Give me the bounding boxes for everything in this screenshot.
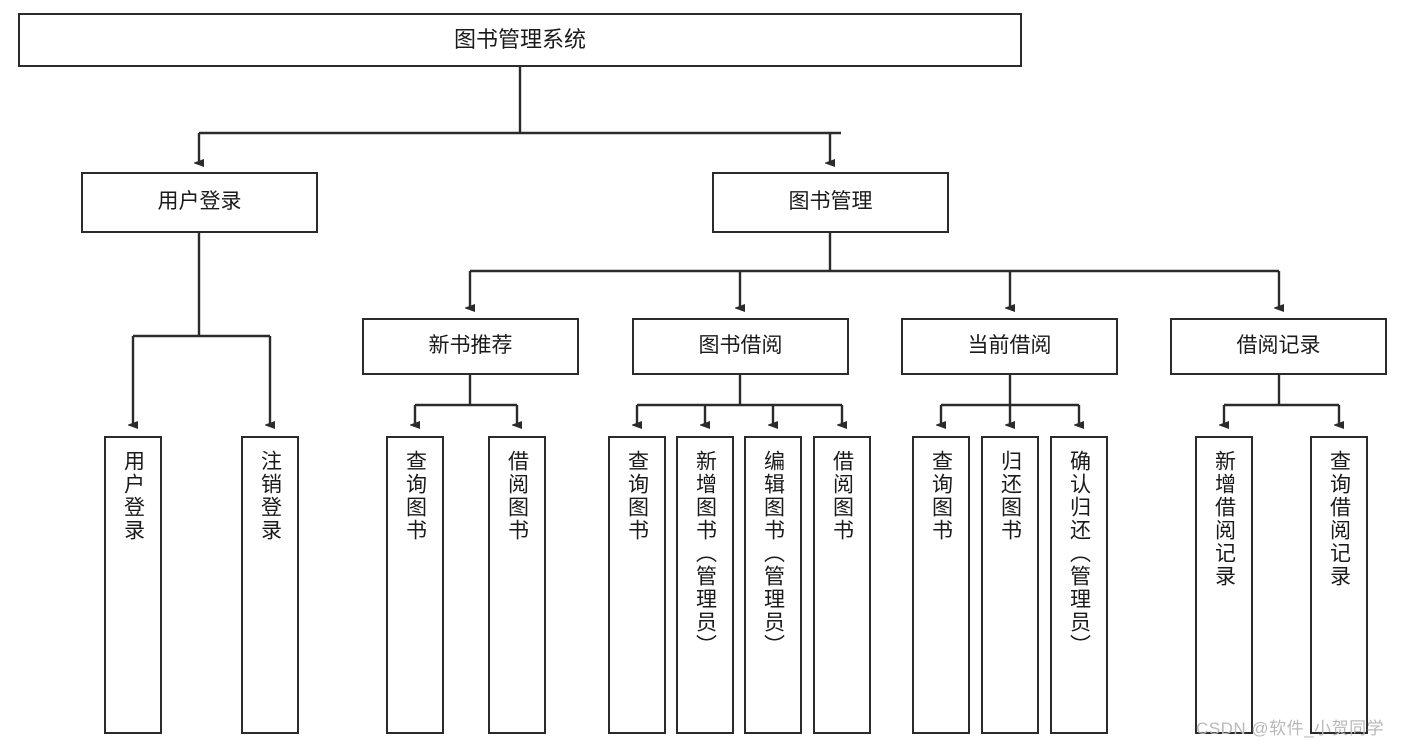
node-label: 借阅图书 (505, 450, 529, 542)
node-book-management-system[interactable]: 图书管理系统 (18, 13, 1022, 67)
node-label: 当前借阅 (967, 334, 1052, 358)
node-label: 借阅记录 (1236, 334, 1321, 358)
node-book-borrow[interactable]: 图书借阅 (632, 318, 849, 375)
node-leaf-borrow-book-2[interactable]: 借阅图书 (813, 436, 871, 734)
node-label: 查询图书 (403, 450, 427, 542)
node-leaf-add-book[interactable]: 新增图书（管理员） (676, 436, 734, 734)
node-label: 新增图书（管理员） (693, 450, 717, 657)
node-label: 新增借阅记录 (1212, 450, 1236, 588)
node-borrow-record[interactable]: 借阅记录 (1170, 318, 1387, 375)
node-label: 归还图书 (998, 450, 1022, 542)
csdn-watermark: CSDN @软件_小贺同学 (1196, 719, 1385, 738)
node-label: 查询借阅记录 (1327, 450, 1351, 588)
node-user-login[interactable]: 用户登录 (81, 172, 318, 233)
node-label: 注销登录 (258, 450, 282, 542)
node-leaf-query-record[interactable]: 查询借阅记录 (1310, 436, 1368, 734)
node-leaf-query-book-1[interactable]: 查询图书 (386, 436, 444, 734)
node-label: 确认归还（管理员） (1067, 450, 1091, 657)
node-label: 图书借阅 (698, 334, 783, 358)
node-current-borrow[interactable]: 当前借阅 (901, 318, 1118, 375)
node-label: 借阅图书 (830, 450, 854, 542)
node-leaf-confirm-return[interactable]: 确认归还（管理员） (1050, 436, 1108, 734)
node-leaf-add-record[interactable]: 新增借阅记录 (1195, 436, 1253, 734)
node-new-book-recommend[interactable]: 新书推荐 (362, 318, 579, 375)
node-label: 编辑图书（管理员） (761, 450, 785, 657)
node-label: 图书管理 (788, 190, 873, 214)
node-leaf-edit-book[interactable]: 编辑图书（管理员） (744, 436, 802, 734)
node-leaf-query-book-3[interactable]: 查询图书 (912, 436, 970, 734)
node-label: 用户登录 (157, 190, 242, 214)
node-leaf-user-login[interactable]: 用户登录 (104, 436, 162, 734)
node-leaf-borrow-book-1[interactable]: 借阅图书 (488, 436, 546, 734)
node-label: 查询图书 (625, 450, 649, 542)
node-leaf-return-book[interactable]: 归还图书 (981, 436, 1039, 734)
node-label: 图书管理系统 (453, 27, 586, 53)
node-book-management[interactable]: 图书管理 (712, 172, 949, 233)
node-label: 新书推荐 (428, 334, 513, 358)
node-leaf-logout-login[interactable]: 注销登录 (241, 436, 299, 734)
node-leaf-query-book-2[interactable]: 查询图书 (608, 436, 666, 734)
node-label: 查询图书 (929, 450, 953, 542)
node-label: 用户登录 (121, 450, 145, 542)
